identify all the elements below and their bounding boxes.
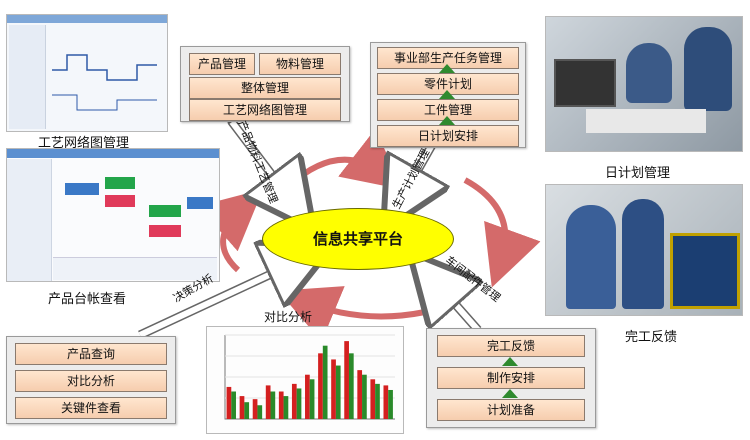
process-network-screenshot	[6, 14, 168, 132]
feedback-panel: 完工反馈 制作安排 计划准备	[426, 328, 596, 428]
flow-arrow-bottom	[277, 286, 426, 342]
chart-bar	[383, 385, 389, 419]
process-network-management-button[interactable]: 工艺网络图管理	[189, 99, 341, 121]
comparison-analysis-button[interactable]: 对比分析	[15, 370, 167, 392]
caption-product-ledger: 产品台帐查看	[48, 292, 127, 307]
key-part-view-button[interactable]: 关键件查看	[15, 397, 167, 419]
product-management-button[interactable]: 产品管理	[189, 53, 255, 75]
chart-bar	[344, 341, 349, 419]
plan-preparation-button[interactable]: 计划准备	[437, 399, 585, 421]
completion-feedback-button[interactable]: 完工反馈	[437, 335, 585, 357]
chart-bar	[362, 374, 367, 419]
product-ledger-screenshot	[6, 148, 220, 282]
chart-bar	[370, 379, 376, 419]
part-plan-button[interactable]: 零件计划	[377, 73, 519, 95]
chart-bar	[265, 385, 271, 419]
product-management-panel: 产品管理 物料管理 整体管理 工艺网络图管理	[180, 46, 350, 122]
chart-bar	[270, 391, 276, 419]
production-task-panel: 事业部生产任务管理 零件计划 工件管理 日计划安排	[370, 42, 526, 148]
chart-bar	[252, 399, 258, 419]
completion-feedback-photo	[545, 184, 743, 316]
green-arrow-icon	[437, 389, 583, 398]
chart-bar	[283, 396, 289, 419]
overall-management-button[interactable]: 整体管理	[189, 77, 341, 99]
chart-bar	[296, 388, 302, 419]
green-arrow-icon	[377, 64, 517, 73]
chart-bar	[239, 396, 245, 419]
product-query-button[interactable]: 产品查询	[15, 343, 167, 365]
caption-comparison-analysis: 对比分析	[264, 310, 313, 324]
chart-bar	[388, 389, 393, 419]
chart-bar	[278, 391, 284, 419]
daily-plan-arrangement-button[interactable]: 日计划安排	[377, 125, 519, 147]
chart-bar	[231, 391, 236, 419]
flow-arrow-left	[198, 189, 264, 273]
chart-bar	[375, 383, 380, 419]
comparison-bar-chart	[224, 334, 395, 420]
workpiece-management-button[interactable]: 工件管理	[377, 99, 519, 121]
daily-plan-photo	[545, 16, 743, 152]
chart-bar	[305, 374, 310, 419]
caption-completion-feedback: 完工反馈	[625, 330, 678, 345]
chart-bar	[318, 353, 323, 419]
query-panel: 产品查询 对比分析 关键件查看	[6, 336, 176, 424]
information-sharing-platform[interactable]: 信息共享平台	[262, 208, 454, 270]
flow-arrow-right	[463, 177, 541, 288]
chart-bar	[335, 365, 341, 419]
chart-bar	[291, 383, 297, 419]
chart-bar	[244, 402, 250, 419]
chart-bar	[331, 359, 336, 419]
production-arrangement-button[interactable]: 制作安排	[437, 367, 585, 389]
caption-daily-plan: 日计划管理	[605, 166, 671, 181]
flow-arrow-top	[287, 129, 404, 190]
chart-bar	[348, 353, 354, 419]
chart-bar	[226, 386, 232, 419]
green-arrow-icon	[437, 357, 583, 366]
material-management-button[interactable]: 物料管理	[259, 53, 341, 75]
caption-process-network: 工艺网络图管理	[38, 136, 130, 151]
comparison-chart-frame	[206, 326, 404, 434]
green-arrow-icon	[377, 116, 517, 125]
chart-bar	[257, 405, 263, 419]
chart-bar	[309, 379, 315, 419]
green-arrow-icon	[377, 90, 517, 99]
chart-bar	[357, 370, 363, 419]
chart-bar	[322, 345, 328, 419]
